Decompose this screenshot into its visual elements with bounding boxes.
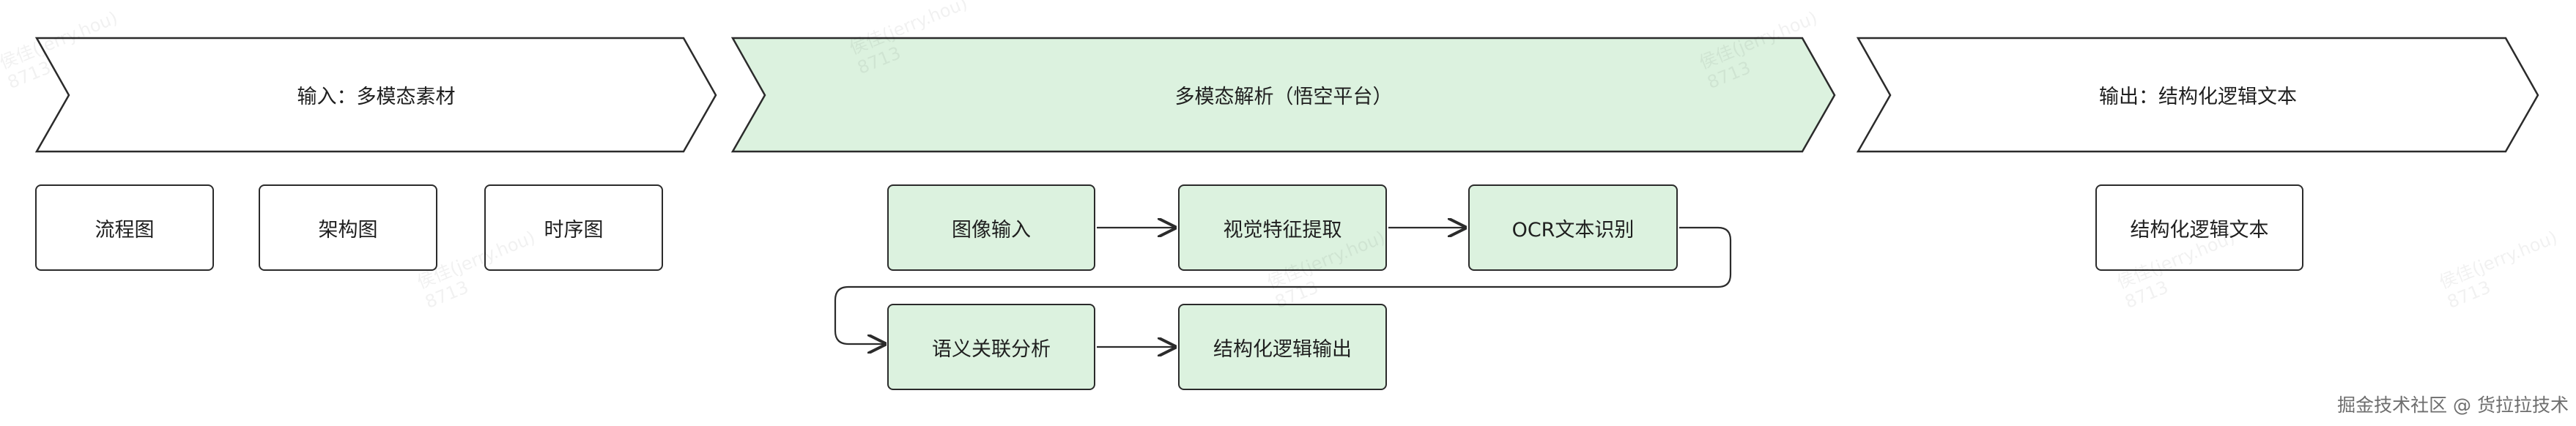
footer-credit: 掘金技术社区 @ 货拉拉技术 xyxy=(2337,395,2569,416)
input-banner-shape xyxy=(34,37,717,153)
node-structured-text: 结构化逻辑文本 xyxy=(2095,184,2303,271)
node-image-input: 图像输入 xyxy=(887,184,1095,271)
output-banner-label: 输出：结构化逻辑文本 xyxy=(2099,86,2297,108)
node-structured-output: 结构化逻辑输出 xyxy=(1178,304,1387,390)
output-banner-shape xyxy=(1856,37,2539,153)
node-flowchart: 流程图 xyxy=(35,184,214,271)
node-ocr: OCR文本识别 xyxy=(1468,184,1678,271)
node-architecture: 架构图 xyxy=(259,184,437,271)
node-sequence: 时序图 xyxy=(484,184,663,271)
node-visual-features: 视觉特征提取 xyxy=(1178,184,1387,271)
parse-banner-shape xyxy=(730,37,1836,153)
node-semantic-analysis: 语义关联分析 xyxy=(887,304,1095,390)
input-banner-label: 输入：多模态素材 xyxy=(297,86,456,108)
arrow-ocr-to-semantic xyxy=(834,226,1732,344)
parse-banner-label: 多模态解析（悟空平台） xyxy=(1174,86,1393,108)
